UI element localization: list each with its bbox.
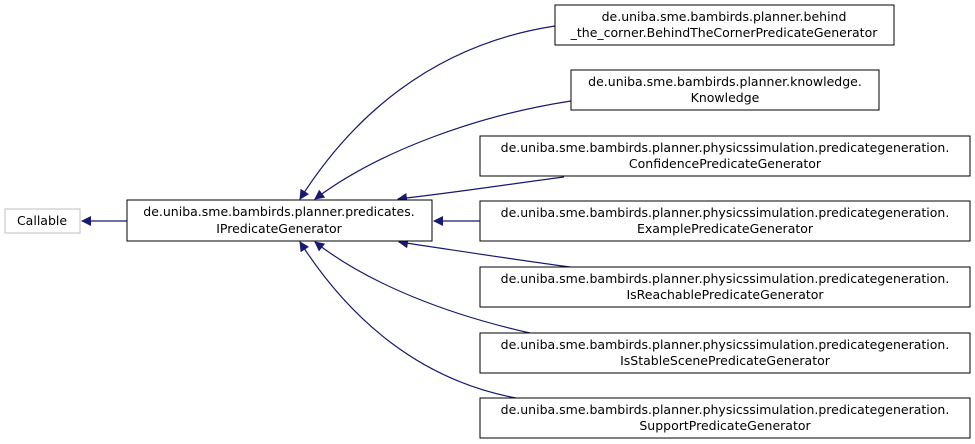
node-behind-the-corner[interactable]: de.uniba.sme.bambirds.planner.behind _th… xyxy=(554,4,895,46)
node-isreachable-label-line2: IsReachablePredicateGenerator xyxy=(626,287,824,302)
node-ipredicate-label-line1: de.uniba.sme.bambirds.planner.predicates… xyxy=(143,204,414,219)
node-confidence[interactable]: de.uniba.sme.bambirds.planner.physicssim… xyxy=(479,135,971,177)
node-callable[interactable]: Callable xyxy=(4,208,81,234)
node-behind-label-line1: de.uniba.sme.bambirds.planner.behind xyxy=(602,9,847,24)
node-ipredicate-label-line2: IPredicateGenerator xyxy=(216,221,342,236)
edge-isreachable-to-ipredicate xyxy=(398,238,571,268)
node-support[interactable]: de.uniba.sme.bambirds.planner.physicssim… xyxy=(479,397,971,439)
node-knowledge-label-line2: Knowledge xyxy=(691,90,760,105)
node-example-label-line1: de.uniba.sme.bambirds.planner.physicssim… xyxy=(501,205,950,220)
edges xyxy=(81,25,572,399)
node-support-label-line2: SupportPredicateGenerator xyxy=(639,418,811,433)
node-confidence-label-line2: ConfidencePredicateGenerator xyxy=(629,156,822,171)
edge-support-to-ipredicate xyxy=(299,241,517,399)
node-knowledge[interactable]: de.uniba.sme.bambirds.planner.knowledge.… xyxy=(570,69,880,111)
node-isreachable[interactable]: de.uniba.sme.bambirds.planner.physicssim… xyxy=(479,266,971,308)
edge-confidence-to-ipredicate xyxy=(397,176,565,203)
node-example[interactable]: de.uniba.sme.bambirds.planner.physicssim… xyxy=(479,200,971,242)
node-example-label-line2: ExamplePredicateGenerator xyxy=(637,221,814,236)
node-isstable-label-line2: IsStableScenePredicateGenerator xyxy=(620,353,831,368)
node-confidence-label-line1: de.uniba.sme.bambirds.planner.physicssim… xyxy=(501,140,950,155)
node-callable-label: Callable xyxy=(17,213,67,228)
edge-behind-to-ipredicate xyxy=(299,25,556,200)
edge-knowledge-to-ipredicate xyxy=(314,100,572,200)
node-isreachable-label-line1: de.uniba.sme.bambirds.planner.physicssim… xyxy=(501,271,950,286)
node-isstable[interactable]: de.uniba.sme.bambirds.planner.physicssim… xyxy=(479,332,971,374)
node-knowledge-label-line1: de.uniba.sme.bambirds.planner.knowledge. xyxy=(588,74,862,89)
node-behind-label-line2: _the_corner.BehindTheCornerPredicateGene… xyxy=(570,25,879,40)
node-ipredicate-generator[interactable]: de.uniba.sme.bambirds.planner.predicates… xyxy=(126,199,433,242)
edge-isstable-to-ipredicate xyxy=(314,241,531,334)
node-isstable-label-line1: de.uniba.sme.bambirds.planner.physicssim… xyxy=(501,337,950,352)
node-support-label-line1: de.uniba.sme.bambirds.planner.physicssim… xyxy=(501,402,950,417)
